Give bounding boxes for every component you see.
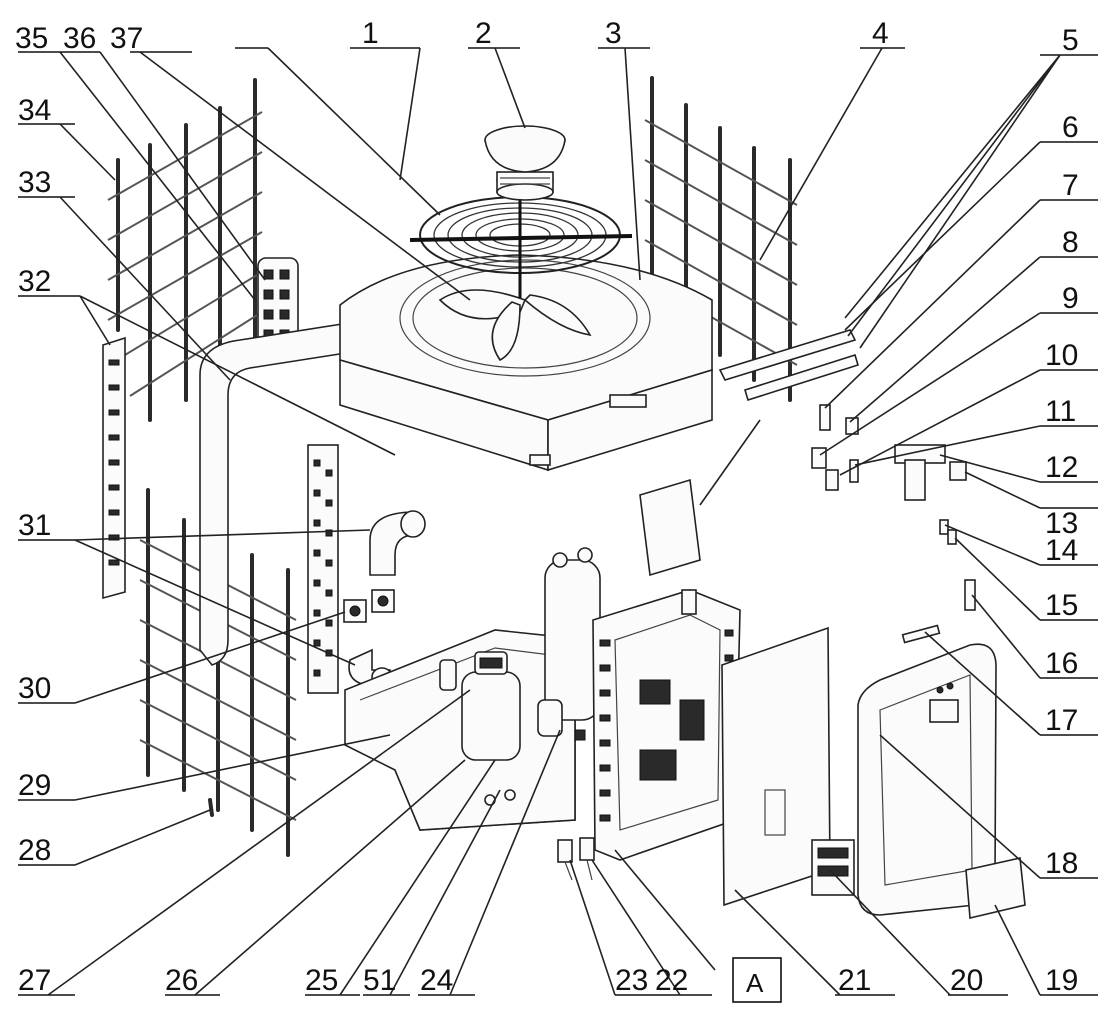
label: 17 (1045, 704, 1078, 737)
label: 4 (872, 17, 889, 50)
label-box-a (732, 957, 782, 1003)
drawing (102, 76, 1026, 919)
label: 7 (1062, 169, 1079, 202)
callout-labels: 35 36 37 1 2 3 4 5 34 6 33 7 8 32 9 10 1… (15, 17, 1079, 998)
label: 6 (1062, 111, 1079, 144)
label: 35 (15, 22, 48, 55)
label: 32 (18, 265, 51, 298)
label: A (746, 968, 764, 998)
electrical-box (592, 589, 741, 861)
label: 9 (1062, 282, 1079, 315)
tray-components (439, 659, 586, 741)
label: 33 (18, 166, 51, 199)
label: 37 (110, 22, 143, 55)
label: 31 (18, 509, 51, 542)
label: 21 (838, 964, 871, 997)
label: 16 (1045, 647, 1078, 680)
fan-motor (496, 171, 554, 201)
terminal-block (811, 839, 855, 896)
top-cap (484, 125, 566, 173)
label: 29 (18, 769, 51, 802)
callout-lines (18, 47, 1098, 996)
label: 26 (165, 964, 198, 997)
screw (208, 798, 214, 817)
display-strip (901, 624, 941, 644)
label: 13 (1045, 507, 1078, 540)
left-side-rail (102, 336, 126, 600)
label: 1 (362, 17, 379, 50)
cover-plate (965, 857, 1026, 919)
valves-and-sensors (811, 404, 976, 611)
label: 34 (18, 94, 51, 127)
label: 19 (1045, 964, 1078, 997)
label: 14 (1045, 534, 1078, 567)
top-cover (339, 254, 713, 472)
label: 23 (615, 964, 648, 997)
compressor (461, 651, 521, 761)
label: 27 (18, 964, 51, 997)
label: 18 (1045, 847, 1078, 880)
top-rails (718, 329, 859, 402)
front-panel (857, 643, 997, 916)
label: 36 (63, 22, 96, 55)
label: 12 (1045, 451, 1078, 484)
label: 28 (18, 834, 51, 867)
label: 15 (1045, 589, 1078, 622)
label: 8 (1062, 226, 1079, 259)
label: 20 (950, 964, 983, 997)
label: 2 (475, 17, 492, 50)
label: 5 (1062, 24, 1079, 57)
right-grille (644, 76, 798, 402)
label: 10 (1045, 339, 1078, 372)
label: 22 (655, 964, 688, 997)
label: 11 (1045, 395, 1076, 428)
evaporator-coil (199, 321, 367, 694)
label: 25 (305, 964, 338, 997)
label: 51 (363, 964, 396, 997)
tank (544, 547, 601, 721)
label: 3 (605, 17, 622, 50)
bracket (639, 478, 701, 577)
label: 24 (420, 964, 453, 997)
label: 30 (18, 672, 51, 705)
pressure-switches (557, 837, 595, 881)
switch-boxes (343, 589, 395, 623)
fan-blade (438, 289, 592, 362)
